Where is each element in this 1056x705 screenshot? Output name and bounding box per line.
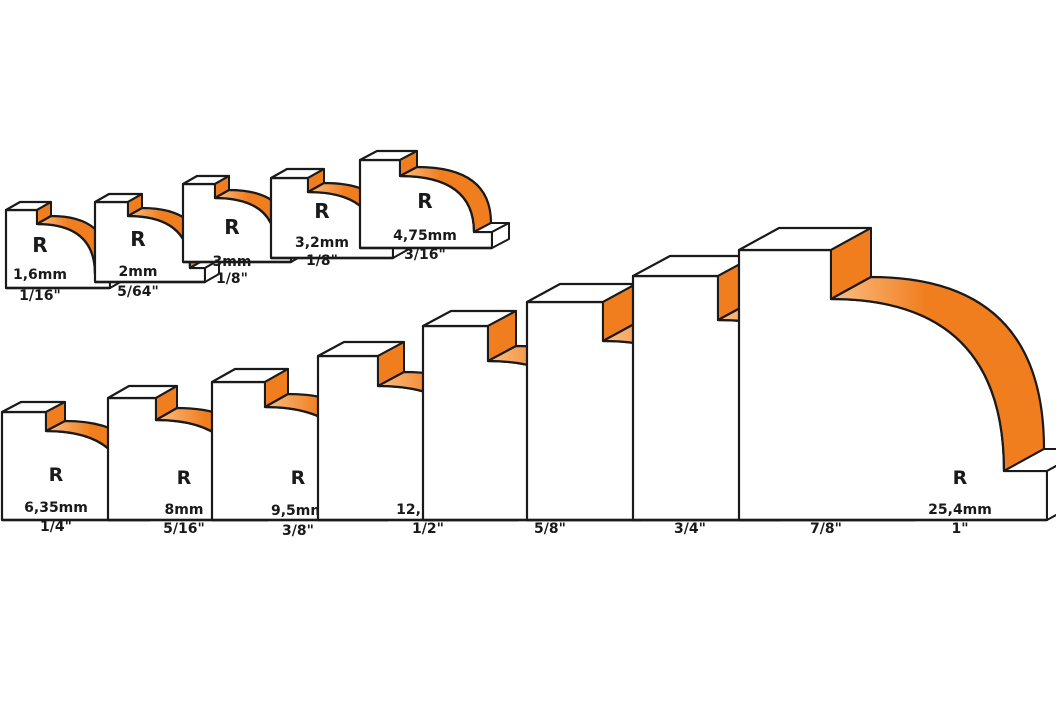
radius-inch-label: 5/8"	[534, 521, 566, 537]
profile-5: R 4,75mm 3/16"	[358, 149, 510, 263]
profile-side	[1046, 464, 1056, 521]
radius-mm-label: 3mm	[213, 254, 252, 270]
radius-mm-label: 6,35mm	[24, 500, 88, 516]
radius-mm-label: 1,6mm	[13, 267, 67, 283]
radius-inch-label: 5/64"	[117, 284, 159, 300]
profile-foot	[1003, 448, 1056, 472]
profile-side	[491, 222, 510, 249]
radius-symbol: R	[130, 227, 145, 251]
radius-mm-label: 3,2mm	[295, 235, 349, 251]
radius-symbol: R	[49, 464, 64, 486]
radius-symbol: R	[291, 467, 306, 489]
radius-mm-label: 9,5mm	[271, 503, 325, 519]
radius-inch-label: 1/2"	[412, 521, 444, 537]
radius-inch-label: 1/8"	[216, 271, 248, 287]
radius-inch-label: 1"	[951, 521, 968, 537]
radius-inch-label: 1/4"	[40, 519, 72, 535]
profile-13: R 25,4mm 1"	[737, 226, 1056, 537]
radius-inch-label: 1/8"	[306, 253, 338, 269]
radius-inch-label: 1/16"	[19, 288, 61, 304]
radius-inch-label: 7/8"	[810, 521, 842, 537]
radius-symbol: R	[314, 199, 329, 223]
radius-mm-label: 8mm	[165, 502, 204, 518]
radius-symbol: R	[953, 467, 968, 489]
radius-symbol: R	[224, 215, 239, 239]
radius-inch-label: 3/8"	[282, 523, 314, 539]
radius-mm-label: 25,4mm	[928, 502, 992, 518]
radius-inch-label: 3/4"	[674, 521, 706, 537]
radius-inch-label: 3/16"	[404, 247, 446, 263]
radius-inch-label: 5/16"	[163, 521, 205, 537]
radius-mm-label: 2mm	[119, 264, 158, 280]
radius-symbol: R	[177, 467, 192, 489]
radius-symbol: R	[417, 189, 432, 213]
profiles-layer: R1,6mm1/16"R2mm5/64"R3mm1/8"R3,2mm1/8"R4…	[0, 149, 1056, 539]
radius-symbol: R	[32, 233, 47, 257]
radius-mm-label: 4,75mm	[393, 228, 457, 244]
